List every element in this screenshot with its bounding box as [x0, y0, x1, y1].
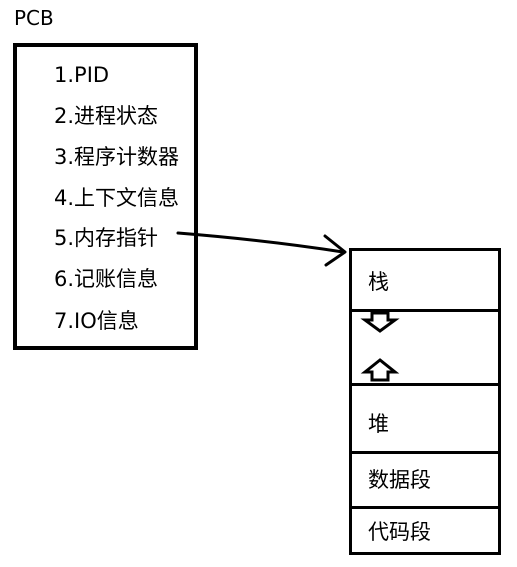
- stack-label: 栈: [368, 270, 389, 294]
- divider-gap: [352, 383, 498, 386]
- heap-label: 堆: [368, 412, 389, 436]
- pcb-item-memory-pointer: 5.内存指针: [54, 226, 159, 250]
- data-segment-label: 数据段: [368, 468, 431, 492]
- divider-data: [352, 506, 498, 509]
- pointer-arrow-icon: [176, 231, 347, 267]
- pcb-item-pid: 1.PID: [54, 63, 110, 87]
- pcb-item-io: 7.IO信息: [54, 309, 139, 333]
- divider-heap: [352, 451, 498, 454]
- pcb-box: 1.PID 2.进程状态 3.程序计数器 4.上下文信息 5.内存指针 6.记账…: [13, 43, 198, 350]
- data-segment: 数据段: [352, 454, 498, 506]
- heap-segment: 堆: [352, 386, 498, 451]
- memory-layout: 栈 堆 数据段 代码段: [349, 248, 501, 555]
- code-segment-label: 代码段: [368, 520, 431, 544]
- diagram-title: PCB: [14, 6, 54, 30]
- pcb-item-accounting: 6.记账信息: [54, 267, 159, 291]
- pcb-item-program-counter: 3.程序计数器: [54, 145, 180, 169]
- pcb-item-process-state: 2.进程状态: [54, 104, 159, 128]
- pcb-item-context: 4.上下文信息: [54, 186, 180, 210]
- code-segment: 代码段: [352, 509, 498, 555]
- divider-stack: [352, 309, 498, 312]
- stack-segment: 栈: [352, 251, 498, 309]
